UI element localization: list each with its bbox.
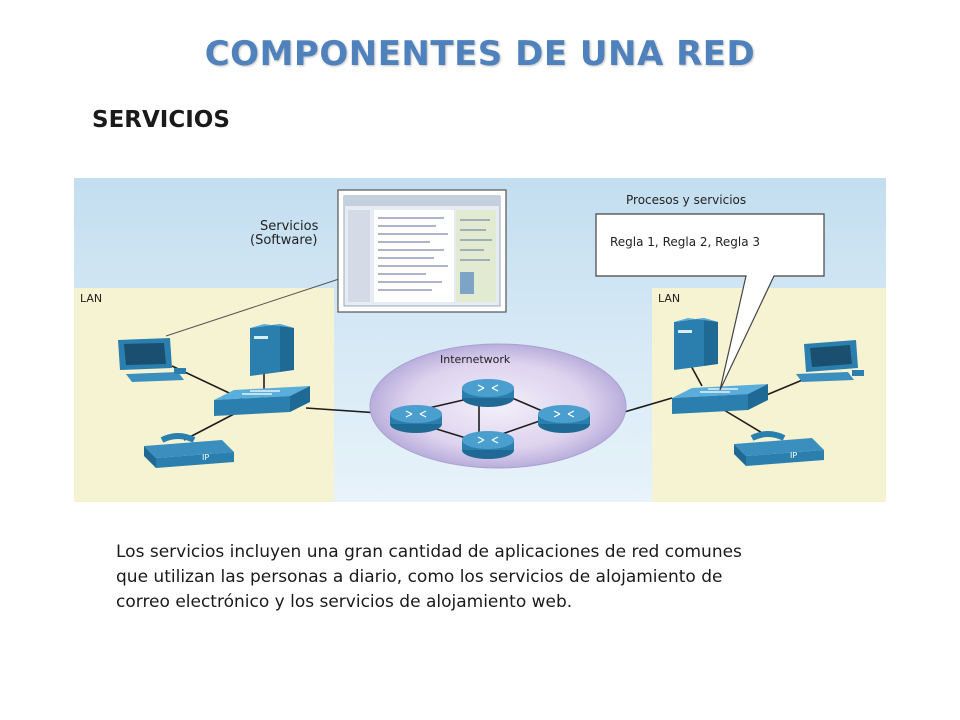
ip-phone-icon: IP bbox=[734, 431, 824, 466]
workstation-icon bbox=[796, 340, 864, 382]
switch-icon bbox=[672, 384, 768, 414]
router-icon bbox=[462, 379, 514, 407]
router-icon bbox=[462, 431, 514, 459]
slide-subtitle: SERVICIOS bbox=[92, 107, 230, 133]
server-icon bbox=[250, 324, 294, 376]
processes-label: Procesos y servicios bbox=[626, 193, 746, 207]
switch-icon bbox=[214, 386, 310, 416]
ip-phone-icon: IP bbox=[144, 433, 234, 468]
services-label-line2: (Software) bbox=[250, 233, 317, 248]
processes-callout: Procesos y servicios Regla 1, Regla 2, R… bbox=[595, 193, 825, 391]
description-line-2: que utilizan las personas a diario, como… bbox=[116, 567, 723, 587]
right-lan-label: LAN bbox=[658, 292, 680, 305]
description-line-3: correo electrónico y los servicios de al… bbox=[116, 592, 573, 612]
services-callout: Servicios (Software) bbox=[165, 189, 507, 337]
ip-badge-left: IP bbox=[202, 453, 209, 462]
description-line-1: Los servicios incluyen una gran cantidad… bbox=[116, 542, 742, 562]
server-icon bbox=[674, 318, 718, 370]
workstation-icon bbox=[118, 338, 186, 382]
slide-title: COMPONENTES DE UNA RED bbox=[204, 34, 756, 74]
rules-text: Regla 1, Regla 2, Regla 3 bbox=[610, 235, 760, 249]
services-label-line1: Servicios bbox=[260, 219, 319, 234]
network-diagram: LAN LAN Internetwork bbox=[74, 178, 886, 502]
ip-badge-right: IP bbox=[790, 451, 797, 460]
router-icon bbox=[390, 405, 442, 433]
description-text: Los servicios incluyen una gran cantidad… bbox=[116, 540, 846, 615]
internetwork-label: Internetwork bbox=[440, 353, 511, 366]
router-icon bbox=[538, 405, 590, 433]
left-lan-label: LAN bbox=[80, 292, 102, 305]
